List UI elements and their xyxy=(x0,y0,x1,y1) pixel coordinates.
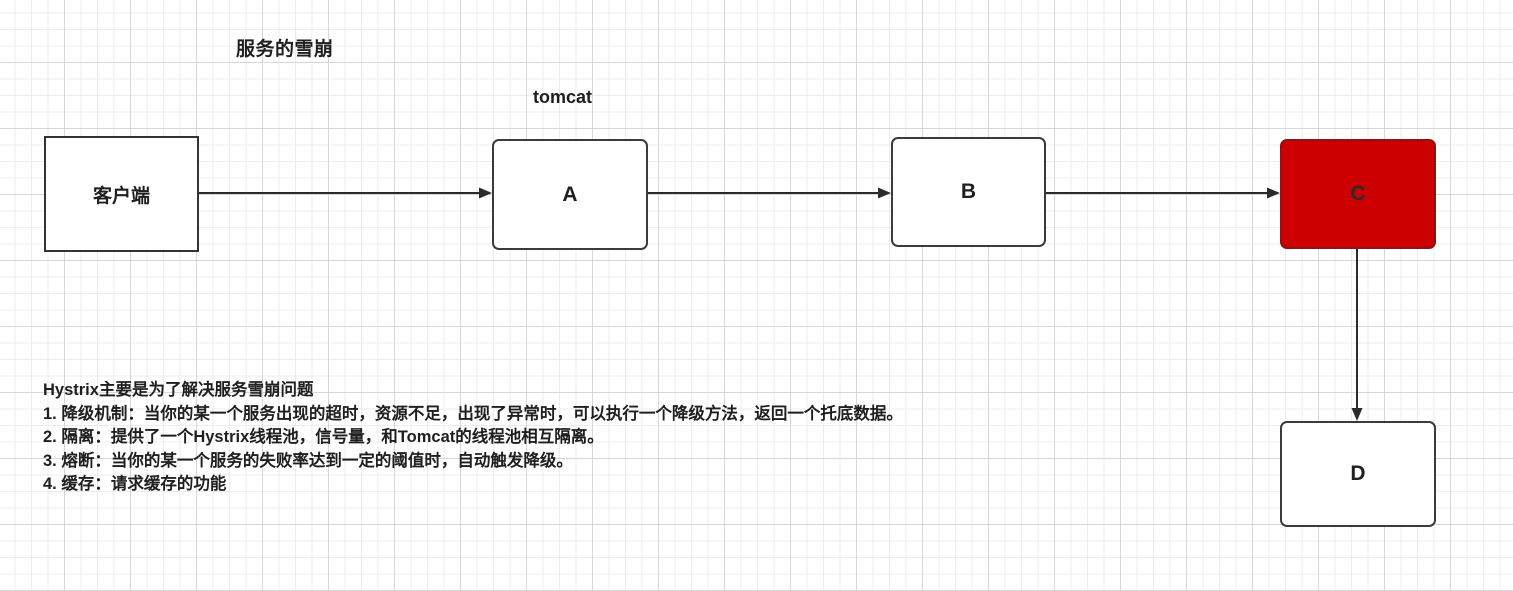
notes-item-1: 1. 降级机制：当你的某一个服务出现的超时，资源不足，出现了异常时，可以执行一个… xyxy=(43,404,903,423)
edge-a-to-b xyxy=(648,187,891,199)
node-c-failed[interactable]: C xyxy=(1280,139,1436,249)
node-a[interactable]: A xyxy=(492,139,648,250)
notes-heading: Hystrix主要是为了解决服务雪崩问题 xyxy=(43,381,314,399)
edge-c-to-d xyxy=(1351,249,1363,421)
diagram-title: 服务的雪崩 xyxy=(236,39,334,60)
node-b-label: B xyxy=(960,180,977,203)
edge-client-to-a xyxy=(199,187,492,199)
node-b[interactable]: B xyxy=(891,137,1046,247)
notes-block: Hystrix主要是为了解决服务雪崩问题 1. 降级机制：当你的某一个服务出现的… xyxy=(43,379,903,497)
notes-item-3: 3. 熔断：当你的某一个服务的失败率达到一定的阈值时，自动触发降级。 xyxy=(43,451,573,470)
node-d-label: D xyxy=(1350,462,1366,485)
edge-b-to-c xyxy=(1046,187,1280,199)
node-client[interactable]: 客户端 xyxy=(44,136,199,252)
node-c-label: C xyxy=(1350,182,1366,205)
notes-item-2: 2. 隔离：提供了一个Hystrix线程池，信号量，和Tomcat的线程池相互隔… xyxy=(43,428,604,446)
node-d[interactable]: D xyxy=(1280,421,1436,527)
node-a-label: A xyxy=(562,182,578,206)
node-client-label: 客户端 xyxy=(92,185,150,207)
notes-item-4: 4. 缓存：请求缓存的功能 xyxy=(43,475,227,493)
tomcat-annotation-label: tomcat xyxy=(533,87,593,107)
